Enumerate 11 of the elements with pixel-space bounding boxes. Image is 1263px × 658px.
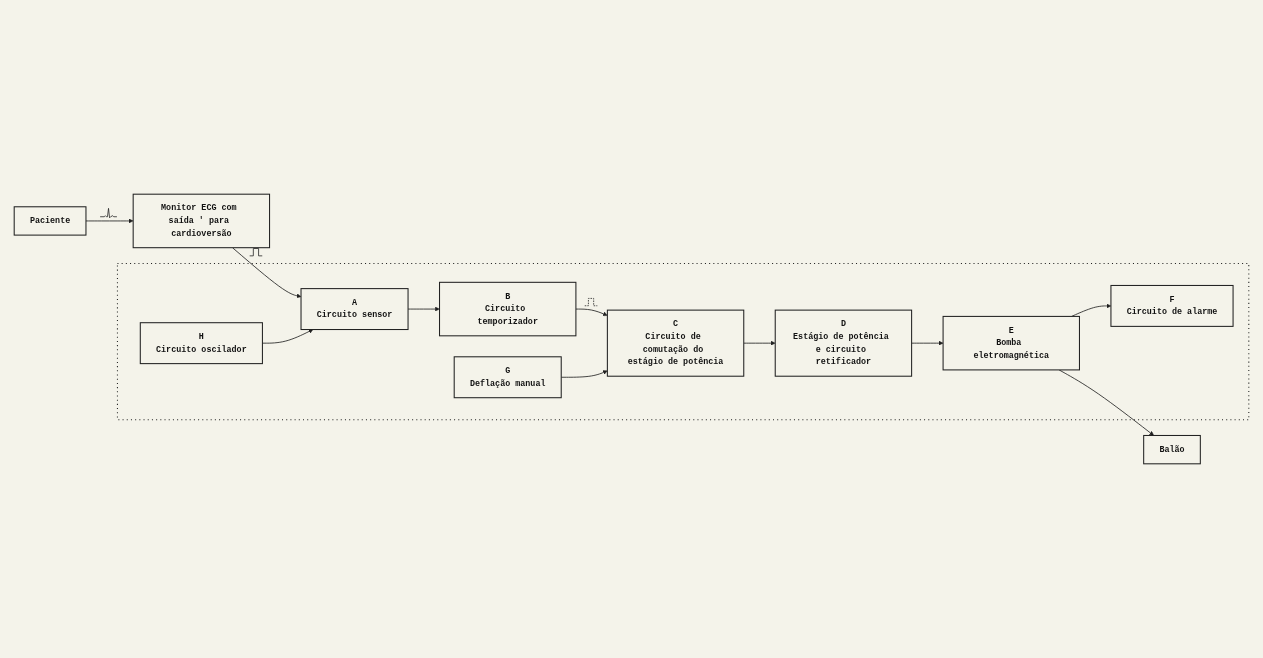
node-box: Monitor ECG com saída ' para cardioversão	[132, 193, 271, 249]
node-box: Balão	[1143, 434, 1201, 465]
node-box: D Estágio de potência e circuito retificador	[774, 309, 913, 377]
node-box: E Bomba eletromagnética	[942, 315, 1080, 371]
node-box: B Circuito temporizador	[439, 281, 577, 337]
node-box: C Circuito de comutação do estágio de potência	[606, 309, 745, 377]
node-box: A Circuito sensor	[300, 288, 409, 331]
node-box: Paciente	[13, 206, 87, 236]
node-box: F Circuito de alarme	[1110, 284, 1234, 327]
node-box: G Deflação manual	[453, 356, 562, 399]
node-box: H Circuito oscilador	[139, 322, 263, 365]
